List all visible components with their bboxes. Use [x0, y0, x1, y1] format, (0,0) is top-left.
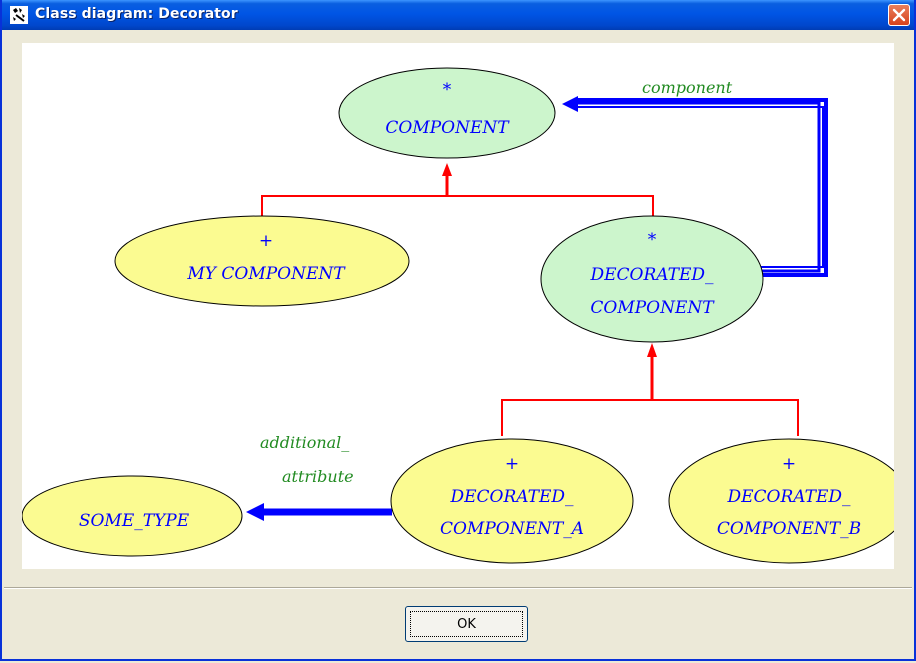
svg-text:DECORATED_: DECORATED_: [726, 487, 851, 507]
svg-text:+: +: [505, 454, 519, 474]
svg-text:COMPONENT_B: COMPONENT_B: [717, 519, 861, 539]
svg-text:DECORATED_: DECORATED_: [449, 487, 574, 507]
class-node-decorated-component-b[interactable]: + DECORATED_ COMPONENT_B: [668, 438, 894, 564]
class-node-decorated-component-a[interactable]: + DECORATED_ COMPONENT_A: [390, 438, 634, 564]
svg-text:DECORATED_: DECORATED_: [589, 265, 714, 285]
client-edge-component: [562, 96, 828, 277]
svg-text:+: +: [259, 231, 273, 251]
client-edge-additional-attribute: [246, 503, 392, 521]
class-diagram: component additional_ attribute: [22, 67, 894, 564]
title-bar[interactable]: Class diagram: Decorator: [2, 0, 914, 30]
svg-text:COMPONENT: COMPONENT: [590, 298, 715, 318]
close-icon: [892, 8, 906, 22]
svg-text:COMPONENT: COMPONENT: [385, 118, 510, 138]
diagram-canvas: component additional_ attribute: [22, 43, 894, 569]
class-node-some-type[interactable]: SOME_TYPE: [22, 475, 243, 557]
close-button[interactable]: [888, 4, 910, 26]
inheritance-edge-decorated: [501, 343, 799, 436]
footer-separator: [4, 587, 912, 589]
ok-button[interactable]: OK: [405, 606, 528, 642]
svg-text:MY COMPONENT: MY COMPONENT: [186, 264, 346, 284]
edge-label-additional: additional_: [260, 433, 349, 452]
client-arrowhead: [246, 503, 264, 521]
svg-text:*: *: [443, 80, 452, 100]
svg-text:SOME_TYPE: SOME_TYPE: [79, 511, 190, 531]
diagram-app-icon: [10, 6, 28, 24]
svg-text:COMPONENT_A: COMPONENT_A: [440, 519, 584, 539]
svg-text:*: *: [648, 230, 657, 250]
ok-button-label: OK: [410, 611, 523, 637]
client-arrowhead: [562, 96, 578, 112]
class-node-decorated-component[interactable]: * DECORATED_ COMPONENT: [540, 215, 764, 343]
svg-text:+: +: [782, 454, 796, 474]
class-node-component[interactable]: * COMPONENT: [338, 67, 556, 159]
class-node-my-component[interactable]: + MY COMPONENT: [114, 215, 410, 307]
edge-label-component: component: [642, 78, 733, 97]
edge-label-attribute: attribute: [282, 467, 354, 486]
inheritance-edge-component: [261, 163, 654, 216]
window-title: Class diagram: Decorator: [35, 6, 238, 22]
